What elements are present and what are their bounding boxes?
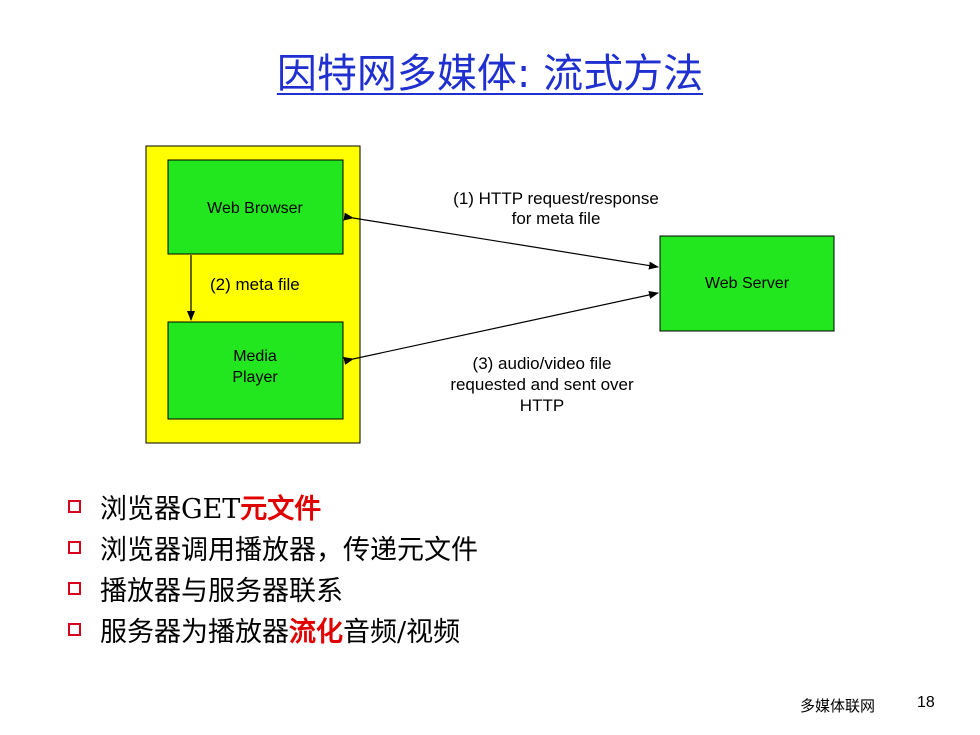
web-server-box (659, 235, 835, 332)
av-label-line1: (3) audio/video file (473, 354, 612, 373)
page-number: 18 (917, 694, 935, 711)
media-player-label-line2: Player (232, 369, 278, 386)
meta-file-label: (2) meta file (210, 275, 300, 294)
bullet-highlight: 元文件 (240, 494, 322, 525)
square-bullet-icon (68, 500, 81, 513)
web-server-label: Web Server (705, 275, 790, 292)
bullet-item: 播放器与服务器联系 (68, 568, 478, 609)
bullet-item: 浏览器调用播放器，传递元文件 (68, 527, 478, 568)
media-player-box (167, 321, 344, 420)
av-stream-arrow (343, 290, 659, 365)
footer-course: 多媒体联网 (800, 697, 876, 715)
square-bullet-icon (68, 623, 81, 636)
http-label-line2: for meta file (512, 209, 601, 228)
media-player-label-line1: Media (233, 348, 277, 365)
web-browser-label: Web Browser (207, 200, 303, 217)
web-browser-box (167, 159, 344, 255)
bullet-text: 浏览器GET (100, 494, 241, 525)
av-label-line2: requested and sent over (450, 375, 634, 394)
http-label-line1: (1) HTTP request/response (453, 189, 659, 208)
square-bullet-icon (68, 582, 81, 595)
av-label-line3: HTTP (520, 396, 564, 415)
square-bullet-icon (68, 541, 81, 554)
bullet-text: 播放器与服务器联系 (100, 576, 343, 607)
bullet-highlight: 流化 (289, 617, 343, 648)
bullet-text: 浏览器调用播放器，传递元文件 (100, 535, 478, 566)
http-meta-arrow (343, 212, 659, 270)
bullet-text-after: 音频/视频 (343, 617, 461, 648)
bullet-item: 服务器为播放器流化音频/视频 (68, 609, 478, 650)
slide-title: 因特网多媒体: 流式方法 (276, 51, 704, 97)
bullet-text: 服务器为播放器 (100, 617, 289, 648)
